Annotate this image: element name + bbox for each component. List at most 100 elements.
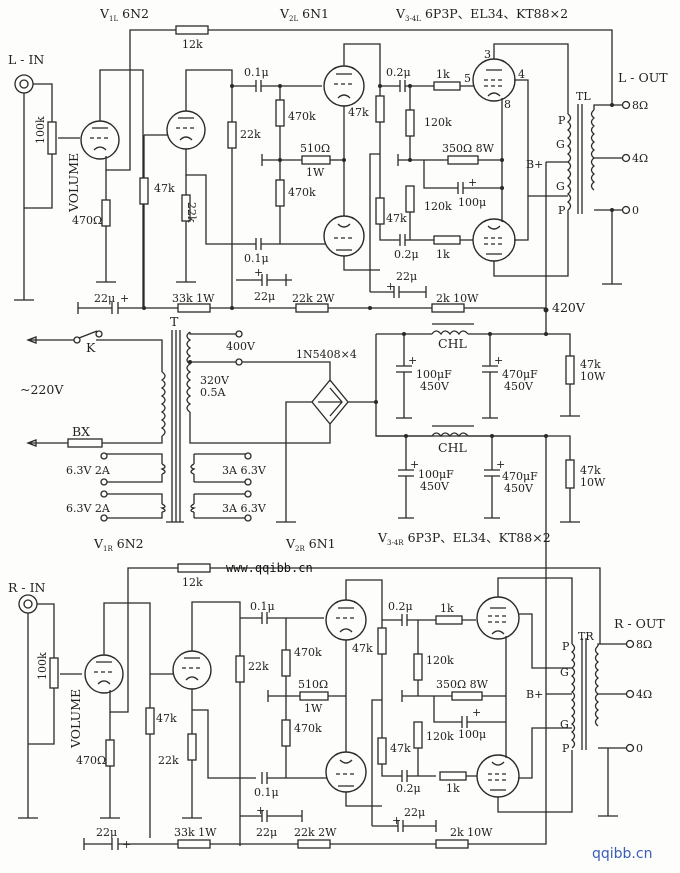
cap-in-top-value: 100μF	[416, 368, 452, 381]
l-dec2-plus: +	[254, 266, 263, 279]
r-120k-bottom-value: 120k	[426, 730, 454, 743]
l-dec1-value: 22μ	[94, 292, 115, 305]
cap-in-bottom-value: 100μF	[418, 468, 454, 481]
l-120k-top	[405, 109, 415, 137]
switch-label: K	[86, 340, 96, 355]
l-tap-g1: G	[556, 138, 565, 151]
fuse-label: BX	[72, 424, 90, 439]
heater-r2-b	[244, 514, 252, 522]
r-1k-top-value: 1k	[440, 602, 454, 615]
r-out-4-terminal	[625, 689, 635, 699]
r-1k-bottom	[439, 771, 467, 781]
b-plus-voltage: 420V	[552, 300, 586, 315]
watermark-corner: qqibb.cn	[592, 846, 652, 862]
tap-400v-label: 400V	[226, 340, 256, 353]
r-120k-top-value: 120k	[426, 654, 454, 667]
heater-l2-label: 6.3V 2A	[66, 502, 111, 515]
tap-400v-terminal	[235, 330, 243, 338]
l-v1a-tube	[80, 120, 120, 160]
r-47k-load-bottom	[377, 737, 387, 765]
left-channel	[14, 25, 631, 314]
r-v4-tube	[476, 754, 520, 798]
r-tap-g2: G	[560, 718, 569, 731]
l-out-4-terminal	[621, 153, 631, 163]
r-bypass-value: 100μ	[458, 728, 486, 741]
r-470k-bottom-value: 470k	[294, 722, 322, 735]
l-bypass-plus: +	[468, 176, 477, 189]
r-feedback-value: 12k	[182, 576, 203, 589]
r-out-cap-top-value: 0.2μ	[388, 600, 413, 613]
l-out-cap-bottom-value: 0.2μ	[394, 248, 419, 261]
l-v1b-tube	[166, 110, 206, 150]
l-pin-3: 3	[484, 48, 491, 61]
r-510-value: 510Ω	[298, 678, 328, 691]
r-pot-value: 100k	[36, 652, 49, 680]
r-1k-top	[435, 615, 463, 625]
l-47k-load-bottom-value: 47k	[386, 212, 407, 225]
l-470k-top-value: 470k	[288, 110, 316, 123]
cap-out-top-plus: +	[494, 354, 503, 367]
l-22k-2w-value: 22k 2W	[292, 292, 335, 305]
l-out-0-label: 0	[632, 204, 639, 217]
l-510-resistor	[301, 155, 331, 165]
r-tap-b: B+	[526, 688, 543, 701]
transformer-t-label: T	[170, 314, 179, 329]
r-120k-top	[413, 653, 423, 681]
r-cathode-470-resistor	[105, 739, 115, 767]
cap-out-bottom-voltage: 450V	[504, 482, 534, 495]
l-120k-bottom-value: 120k	[424, 200, 452, 213]
r-tap-p2: P	[562, 742, 570, 755]
bleeder-top-resistor	[565, 355, 575, 385]
r-coupling-cap-top-value: 0.1μ	[250, 600, 275, 613]
r-out-cap-bottom-value: 0.2μ	[396, 782, 421, 795]
l-input-jack-center	[19, 79, 29, 89]
l-tap-b: B+	[526, 158, 543, 171]
l-dec2-value: 22μ	[254, 290, 275, 303]
l-120k-top-value: 120k	[424, 116, 452, 129]
l-v2a-tube	[323, 65, 365, 107]
r-bypass-plus: +	[472, 706, 481, 719]
hv-current-label: 0.5A	[200, 386, 226, 399]
r-470k-top-resistor	[281, 649, 291, 677]
r-47k-value: 47k	[156, 712, 177, 725]
bleeder-bottom-watt: 10W	[580, 476, 606, 489]
r-out-0-label: 0	[636, 742, 643, 755]
rectifier-label: 1N5408×4	[296, 348, 357, 361]
l-33k-value: 33k 1W	[172, 292, 215, 305]
r-47k-resistor	[145, 707, 155, 735]
l-tap-p1: P	[558, 114, 566, 127]
l-dec3-plus: +	[386, 280, 395, 293]
heater-l2-b	[100, 514, 108, 522]
cap-out-top-voltage: 450V	[504, 380, 534, 393]
r-dec3-value: 22μ	[404, 806, 425, 819]
heater-r2-a	[244, 490, 252, 498]
r-cathode-22k-resistor	[187, 733, 197, 761]
r-out-0-terminal	[625, 743, 635, 753]
power-supply	[26, 310, 580, 790]
bleeder-bottom-resistor	[565, 459, 575, 489]
l-tap-p2: P	[558, 204, 566, 217]
right-channel	[18, 563, 635, 850]
l-feedback-value: 12k	[182, 38, 203, 51]
l-out-cap-top-value: 0.2μ	[386, 66, 411, 79]
switch-k-contact-a	[73, 336, 81, 344]
l-pin-5: 5	[464, 72, 471, 85]
r-470-value: 470Ω	[76, 754, 106, 767]
r-33k-resistor	[177, 839, 211, 849]
r-input-label: R - IN	[8, 580, 46, 595]
r-350-8w-resistor	[451, 691, 483, 701]
cap-out-bottom-value: 470μF	[502, 470, 538, 483]
r-transformer-label: TR	[578, 630, 594, 643]
l-47k-load-bottom	[375, 197, 385, 225]
r-dec2-value: 22μ	[256, 826, 277, 839]
r-v1a-tube	[84, 654, 124, 694]
bleeder-top-watt: 10W	[580, 370, 606, 383]
l-33k-resistor	[177, 303, 211, 313]
l-1k-top	[433, 81, 461, 91]
heater-r1-a	[244, 452, 252, 460]
l-120k-bottom	[405, 185, 415, 213]
